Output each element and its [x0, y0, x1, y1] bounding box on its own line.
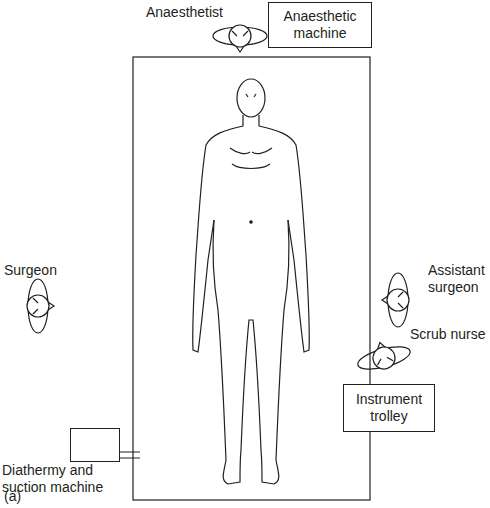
node-text: Anaesthetic machine [275, 8, 365, 42]
instrument-trolley-box: Instrument trolley [343, 384, 435, 432]
assistant-figure [382, 273, 409, 327]
surgeon-figure [27, 279, 54, 333]
figure-label: (a) [4, 488, 44, 505]
node-text: Diathermy and suction machine [2, 428, 120, 496]
staff-label: Surgeon [4, 262, 74, 279]
diathermy-machine: Diathermy and suction machine [2, 428, 120, 496]
staff-label: Assistant surgeon [428, 262, 488, 296]
diathermy-cable [120, 452, 140, 458]
text-holder: Anaesthetic machine [275, 8, 365, 42]
text-holder: Instrument trolley [350, 391, 428, 425]
operating-table [133, 57, 370, 500]
scrub-nurse-figure [354, 336, 413, 376]
anaesthetic-machine-box: Anaesthetic machine [268, 2, 372, 48]
anaesthetist-figure [213, 25, 267, 52]
staff-label: Anaesthetist [133, 4, 223, 21]
machine-box [70, 428, 120, 462]
patient-figure [193, 79, 310, 484]
staff-label: Scrub nurse [410, 326, 488, 343]
node-text: Instrument trolley [350, 391, 428, 425]
